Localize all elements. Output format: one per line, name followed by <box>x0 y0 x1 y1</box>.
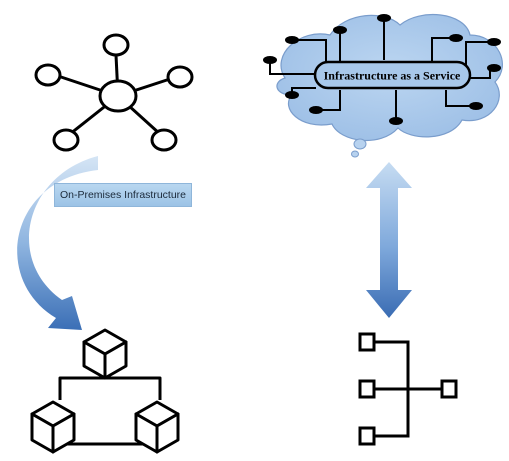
cloud-connectors <box>269 20 491 118</box>
tree-node-box <box>358 332 376 352</box>
iaas-label-capsule: Infrastructure as a Service <box>313 60 472 90</box>
network-hub-icon <box>34 33 194 152</box>
cube-left <box>30 400 76 454</box>
infrastructure-blocks-icon <box>30 328 180 454</box>
cube-top <box>82 328 128 380</box>
tree-node-box <box>358 426 376 446</box>
double-arrow-icon <box>366 162 412 318</box>
on-premises-label: On-Premises Infrastructure <box>54 183 192 207</box>
hub-node <box>34 63 62 87</box>
tree-node-box <box>440 379 458 399</box>
hierarchy-tree-icon <box>358 332 458 446</box>
curved-arrow-icon <box>17 156 98 330</box>
hub-node <box>52 128 80 152</box>
hub-node <box>166 65 194 89</box>
tree-node-box <box>358 379 376 399</box>
cube-right <box>134 400 180 454</box>
cloud-connector-ends <box>263 14 501 125</box>
iaas-label: Infrastructure as a Service <box>324 69 461 83</box>
hub-node <box>102 33 130 57</box>
hub-node <box>150 128 178 152</box>
hub-center-node <box>98 79 138 113</box>
